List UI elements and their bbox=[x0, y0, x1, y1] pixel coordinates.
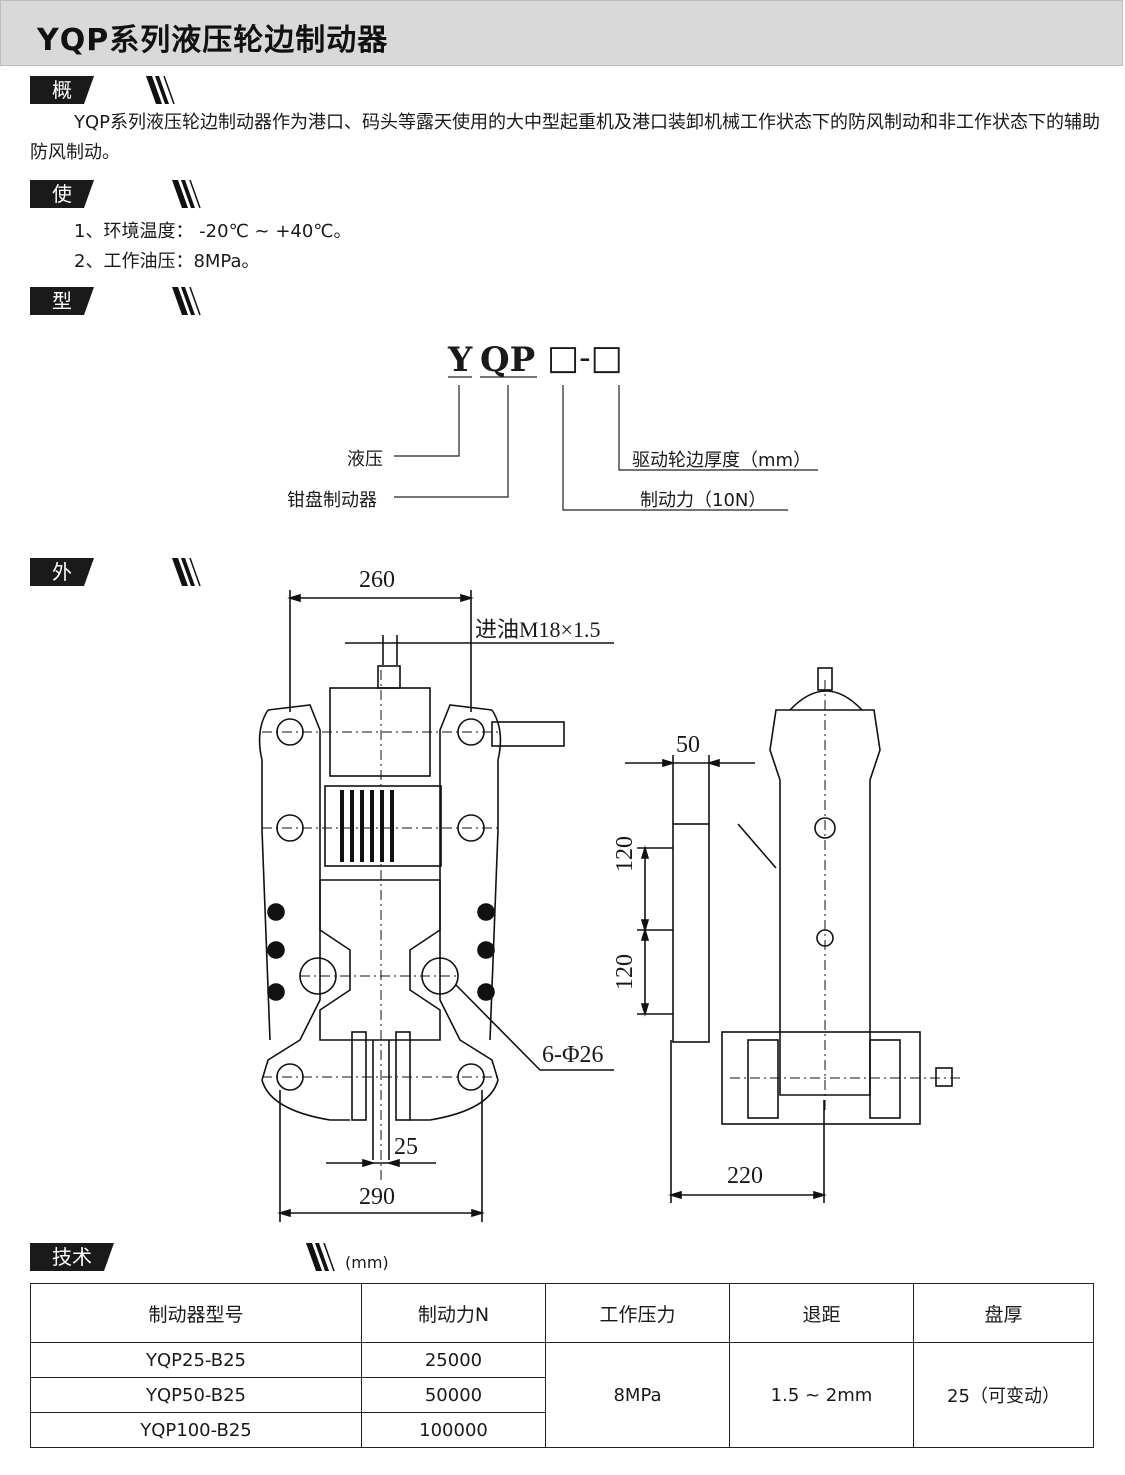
table-row: YQP25-B25 25000 8MPa 1.5 ~ 2mm 25（可变动） bbox=[30, 1342, 1094, 1448]
cell-model: YQP25-B25 bbox=[30, 1342, 362, 1378]
header-clearance: 退距 bbox=[729, 1283, 914, 1343]
dim-220: 220 bbox=[727, 1163, 763, 1189]
slash-decoration-icon bbox=[146, 76, 175, 105]
model-label-caliper: 钳盘制动器 bbox=[287, 490, 377, 511]
title-bar: YQP系列液压轮边制动器 bbox=[0, 0, 1123, 66]
tech-data-table: 制动器型号 制动力N 工作压力 退距 盘厚 YQP25-B25 25000 8M… bbox=[30, 1283, 1094, 1448]
table-unit: (mm) bbox=[345, 1253, 389, 1272]
dim-25: 25 bbox=[394, 1134, 418, 1160]
dim-290: 290 bbox=[359, 1184, 395, 1210]
slash-decoration-icon bbox=[172, 180, 201, 209]
cell-pressure: 8MPa bbox=[545, 1342, 730, 1448]
slash-decoration-icon bbox=[172, 287, 201, 316]
table-header-row: 制动器型号 制动力N 工作压力 退距 盘厚 bbox=[30, 1283, 1094, 1343]
model-label-hydraulic: 液压 bbox=[347, 449, 383, 470]
dim-120-lower: 120 bbox=[612, 954, 638, 990]
model-code-y: Y bbox=[448, 340, 473, 380]
cell-force: 25000 bbox=[361, 1342, 546, 1378]
condition-item: 2、工作油压：8MPa。 bbox=[74, 251, 260, 272]
dim-holes: 6-Φ26 bbox=[542, 1042, 604, 1068]
model-code-boxes: □-□ bbox=[547, 338, 623, 378]
dim-120-upper: 120 bbox=[612, 836, 638, 872]
header-disc: 盘厚 bbox=[913, 1283, 1094, 1343]
model-code-qp: QP bbox=[480, 340, 536, 380]
cell-model: YQP50-B25 bbox=[30, 1377, 362, 1413]
header-model: 制动器型号 bbox=[30, 1283, 362, 1343]
header-pressure: 工作压力 bbox=[545, 1283, 730, 1343]
table-row: YQP50-B25 50000 bbox=[30, 1377, 1094, 1413]
slash-decoration-icon bbox=[306, 1243, 335, 1272]
model-label-force: 制动力（10N） bbox=[640, 490, 767, 511]
cell-force: 50000 bbox=[361, 1377, 546, 1413]
cell-force: 100000 bbox=[361, 1412, 546, 1448]
overview-text: YQP系列液压轮边制动器作为港口、码头等露天使用的大中型起重机及港口装卸机械工作… bbox=[30, 112, 1101, 163]
model-label-thickness: 驱动轮边厚度（mm） bbox=[632, 450, 812, 471]
condition-item: 1、环境温度： -20℃ ~ +40℃。 bbox=[74, 221, 352, 242]
cell-model: YQP100-B25 bbox=[30, 1412, 362, 1448]
page-title: YQP系列液压轮边制动器 bbox=[37, 23, 389, 58]
header-force: 制动力N bbox=[361, 1283, 546, 1343]
cell-disc: 25（可变动） bbox=[913, 1342, 1094, 1448]
dim-260: 260 bbox=[359, 567, 395, 593]
section-label: 技术数据、外形尺寸表 bbox=[30, 1243, 114, 1271]
slash-decoration-icon bbox=[172, 558, 201, 587]
dim-oil-inlet: 进油M18×1.5 bbox=[475, 617, 601, 642]
cell-clearance: 1.5 ~ 2mm bbox=[729, 1342, 914, 1448]
table-row: YQP100-B25 100000 bbox=[30, 1412, 1094, 1448]
dim-50: 50 bbox=[676, 732, 700, 758]
